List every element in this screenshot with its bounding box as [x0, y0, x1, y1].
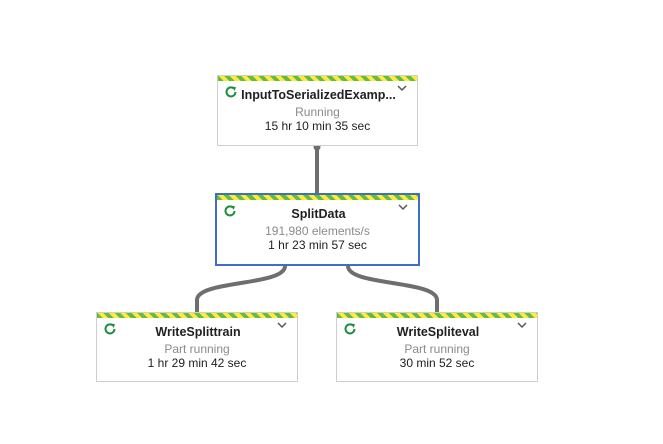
- step-duration: 1 hr 29 min 42 sec: [147, 356, 247, 370]
- step-node-write-eval[interactable]: WriteSpliteval Part running 30 min 52 se…: [336, 312, 538, 382]
- step-throughput: 191,980 elements/s: [265, 224, 370, 238]
- step-status: Part running: [404, 342, 470, 356]
- edge-split-to-train: [195, 264, 287, 316]
- step-node-write-train[interactable]: WriteSplittrain Part running 1 hr 29 min…: [96, 312, 298, 382]
- step-node-split[interactable]: SplitData 191,980 elements/s 1 hr 23 min…: [215, 193, 420, 266]
- chevron-down-icon[interactable]: [277, 321, 287, 329]
- progress-stripe: [337, 313, 537, 318]
- step-node-input[interactable]: InputToSerializedExamp... Running 15 hr …: [217, 75, 418, 146]
- step-duration: 15 hr 10 min 35 sec: [264, 119, 371, 133]
- edge-split-to-eval: [346, 264, 439, 316]
- running-refresh-icon: [225, 86, 237, 98]
- step-status: Running: [295, 105, 340, 119]
- step-status: Part running: [164, 342, 230, 356]
- chevron-down-icon[interactable]: [517, 321, 527, 329]
- running-refresh-icon: [104, 323, 116, 335]
- progress-stripe: [97, 313, 297, 318]
- step-duration: 1 hr 23 min 57 sec: [268, 238, 367, 252]
- step-title: WriteSpliteval: [396, 325, 480, 339]
- step-title: SplitData: [291, 207, 346, 221]
- step-duration: 30 min 52 sec: [399, 356, 475, 370]
- running-refresh-icon: [344, 323, 356, 335]
- progress-stripe: [217, 195, 418, 200]
- chevron-down-icon[interactable]: [398, 203, 408, 211]
- chevron-down-icon[interactable]: [397, 84, 407, 92]
- progress-stripe: [218, 76, 417, 81]
- step-title: InputToSerializedExamp...: [241, 88, 396, 102]
- running-refresh-icon: [224, 205, 236, 217]
- step-title: WriteSplittrain: [155, 325, 241, 339]
